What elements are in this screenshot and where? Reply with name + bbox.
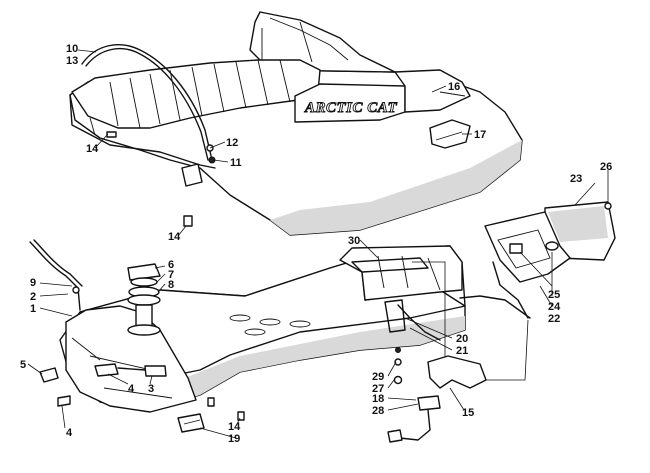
callout-15: 15 (462, 407, 474, 419)
fastener-14a-icon (106, 131, 117, 138)
connector-4-icon (57, 395, 71, 407)
callout-8: 8 (168, 279, 174, 291)
fuel-cap (127, 263, 161, 336)
callout-23: 23 (570, 173, 582, 185)
callout-6: 6 (168, 259, 174, 271)
callout-11: 11 (230, 157, 242, 169)
callout-labels: 10 13 14 12 11 14 16 17 9 2 1 6 7 8 5 4 … (20, 43, 612, 445)
callout-14a: 14 (86, 143, 99, 155)
callout-12: 12 (226, 137, 238, 149)
callout-3: 3 (148, 383, 154, 395)
callout-18: 18 (372, 393, 384, 405)
nut-27-icon (393, 375, 403, 385)
callout-21: 21 (456, 345, 468, 357)
callout-25: 25 (548, 289, 560, 301)
washer-29-icon (394, 358, 402, 366)
callout-26: 26 (600, 161, 612, 173)
connector-5-icon (39, 367, 59, 383)
callout-7: 7 (168, 269, 174, 281)
callout-22: 22 (548, 313, 560, 325)
callout-28: 28 (372, 405, 384, 417)
callout-16: 16 (448, 81, 460, 93)
callout-14c: 14 (228, 421, 241, 433)
callout-9: 9 (30, 277, 36, 289)
callout-24: 24 (548, 301, 561, 313)
bulb-25-icon (545, 241, 559, 251)
callout-19: 19 (228, 433, 240, 445)
fastener-14b-icon (183, 215, 193, 227)
seat-assembly: ARCTIC CAT (69, 11, 523, 236)
callout-14b: 14 (168, 231, 181, 243)
callout-4a: 4 (128, 383, 135, 395)
callout-29: 29 (372, 371, 384, 383)
callout-2: 2 (30, 291, 36, 303)
callout-1: 1 (30, 303, 36, 315)
brand-logo: ARCTIC CAT (304, 100, 397, 116)
reflector-19-icon (177, 413, 205, 433)
callout-20: 20 (456, 333, 468, 345)
callout-30: 30 (348, 235, 360, 247)
callout-17: 17 (474, 129, 486, 141)
callout-5: 5 (20, 359, 26, 371)
callout-27: 27 (372, 383, 384, 395)
callout-13: 13 (66, 55, 78, 67)
callout-4b: 4 (66, 427, 73, 439)
chassis-assembly (29, 239, 531, 443)
screw-26-icon (604, 202, 612, 210)
tail-light-assembly (484, 201, 616, 319)
leader-lines (27, 49, 609, 439)
callout-10: 10 (66, 43, 78, 55)
